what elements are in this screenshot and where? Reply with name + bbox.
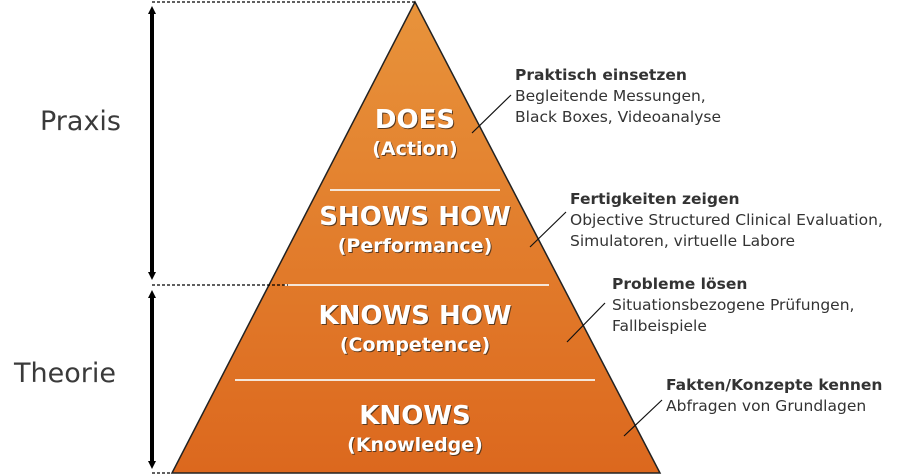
level-knows-how: KNOWS HOW(Competence) [318, 301, 512, 356]
leader-lines [471, 94, 663, 437]
pyramid [170, 0, 662, 474]
praxis-label: Praxis [40, 106, 121, 137]
level-shows-how: SHOWS HOW(Performance) [319, 202, 511, 257]
level-knows: KNOWS(Knowledge) [347, 401, 483, 456]
level-dividers [235, 189, 595, 381]
level-does: DOES(Action) [372, 105, 458, 160]
theorie-label: Theorie [14, 358, 116, 389]
dashed-guides [152, 1, 415, 474]
